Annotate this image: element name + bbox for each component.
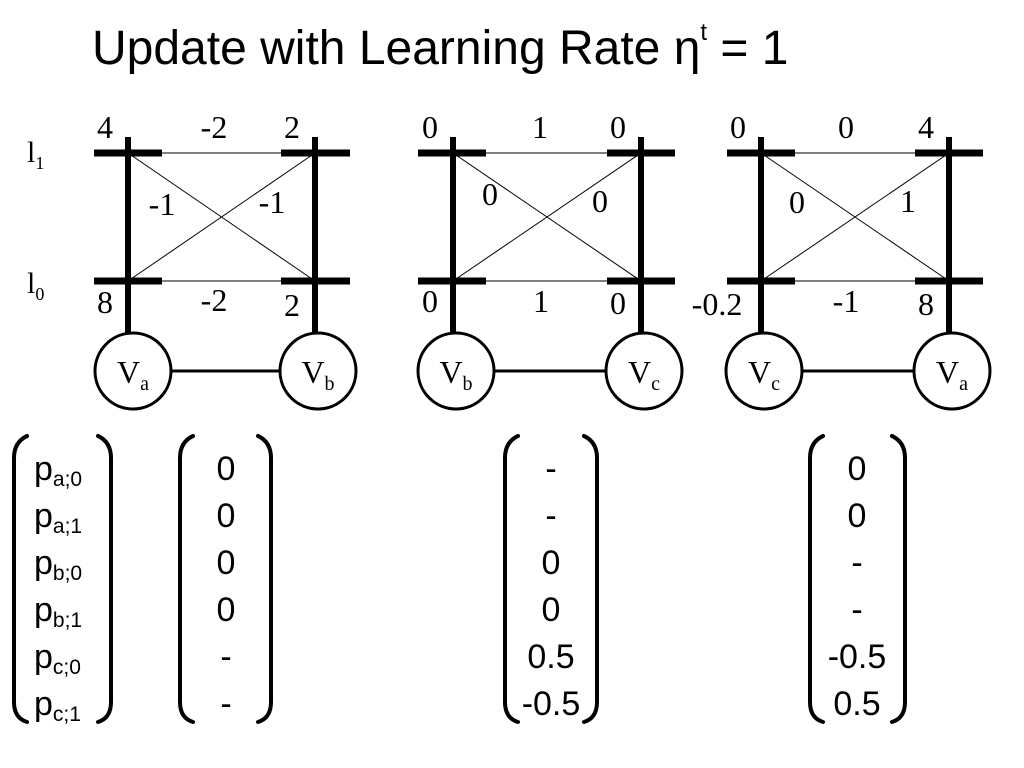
node-right-label: Vc [628,354,660,395]
node-left [93,331,173,411]
vector-value: - [545,497,556,535]
node-left-label: Va [117,354,149,395]
vector-label: pc;0 [34,638,81,679]
page-title: Update with Learning Rate ηt = 1 [92,19,788,75]
edge-l0-l1 [760,152,950,282]
panel-ab: 4 -2 2 -1 -1 8 -2 2 Va Vb [93,109,358,411]
vector-value: 0 [217,497,236,535]
brackets [12,434,907,724]
label-l0: l0 [27,267,44,304]
unary-bottom-right: 2 [284,287,300,323]
vector-value: 0 [542,591,561,629]
bracket-vector1-right [256,434,273,724]
pairwise-bottom: 1 [533,283,549,319]
unary-top-right: 2 [284,109,300,145]
vector-value: - [220,638,231,676]
bracket-vector2-left [503,434,520,724]
pairwise-cross-left: -1 [149,186,176,222]
node-left [724,331,804,411]
pairwise-top: 0 [838,109,854,145]
pairwise-cross-left: 0 [789,184,805,220]
pairwise-cross-right: -1 [259,184,286,220]
vector-value: 0 [848,497,867,535]
vector-label: pc;1 [34,685,81,726]
unary-top-left: 4 [97,109,113,145]
pairwise-bottom: -2 [201,282,228,318]
unary-top-right: 0 [610,109,626,145]
panel-bc: 0 1 0 0 0 0 1 0 Vb Vc [416,109,684,411]
vector-value: 0 [217,544,236,582]
vector-label: pb;1 [34,591,82,632]
edge-l0-l1 [127,152,316,282]
vector-value: 0 [542,544,561,582]
vector-value: 0 [217,450,236,488]
node-left-label: Vc [748,354,780,395]
bracket-labels-left [12,434,29,724]
pairwise-bottom: -1 [833,283,860,319]
node-right-label: Va [936,354,968,395]
vector-3: 0 0 - - -0.5 0.5 [828,450,887,723]
title-tail: = 1 [707,22,788,75]
vector-labels: pa;0 pa;1 pb;0 pb;1 pc;0 pc;1 [34,450,82,726]
vector-1: 0 0 0 0 - - [217,450,236,723]
unary-top-left: 0 [422,109,438,145]
vector-value: - [851,544,862,582]
pairwise-cross-left: 0 [482,176,498,212]
vector-value: - [851,591,862,629]
pairwise-cross-right: 0 [592,183,608,219]
bracket-vector2-right [582,434,599,724]
node-left [416,331,496,411]
vector-value: 0.5 [833,685,880,723]
node-right [278,331,358,411]
unary-bottom-left: 8 [97,284,113,320]
unary-bottom-right: 8 [918,286,934,322]
pairwise-cross-right: 1 [900,183,916,219]
label-l1: l1 [27,136,44,173]
node-right-label: Vb [301,354,334,395]
vector-label: pa;1 [34,497,82,538]
unary-bottom-left: -0.2 [692,286,743,322]
bracket-labels-right [96,434,113,724]
vector-value: 0 [217,591,236,629]
vector-label: pb;0 [34,544,82,585]
pairwise-top: 1 [532,109,548,145]
node-right [912,331,992,411]
vector-label: pa;0 [34,450,82,491]
vector-value: 0 [848,450,867,488]
title-superscript: t [700,19,707,46]
node-left-label: Vb [439,354,472,395]
vector-value: -0.5 [522,685,581,723]
bracket-vector1-left [178,434,195,724]
edge-l0-l1 [452,152,642,282]
node-right [604,331,684,411]
unary-top-left: 0 [730,109,746,145]
bracket-vector3-left [808,434,825,724]
vector-value: 0.5 [527,638,574,676]
vector-value: -0.5 [828,638,887,676]
unary-bottom-right: 0 [610,285,626,321]
title-main: Update with Learning Rate η [92,22,700,75]
unary-top-right: 4 [918,109,934,145]
bracket-vector3-right [890,434,907,724]
vector-2: - - 0 0 0.5 -0.5 [522,450,581,723]
vector-value: - [545,450,556,488]
pairwise-top: -2 [201,109,228,145]
panel-ca: 0 0 4 0 1 -0.2 -1 8 Vc Va [692,109,992,411]
unary-bottom-left: 0 [422,283,438,319]
vector-value: - [220,685,231,723]
